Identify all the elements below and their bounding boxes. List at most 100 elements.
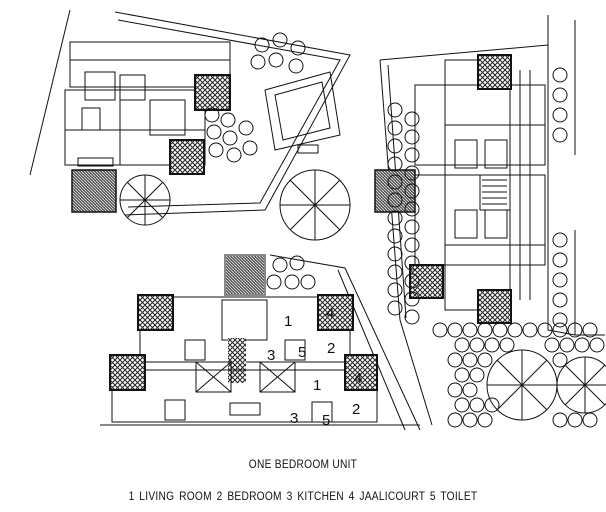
tree-icon (387, 282, 403, 298)
tree-icon (387, 264, 403, 280)
tree-icon (288, 58, 304, 74)
tree-icon (552, 412, 568, 428)
tree-icon (266, 274, 282, 290)
pool-courtyard (264, 71, 341, 154)
room-label-bedroom: 2 (327, 340, 335, 357)
tree-icon (447, 352, 463, 368)
tree-icon (220, 112, 236, 128)
tree-icon (404, 219, 420, 235)
room-legend: 1 LIVING ROOM 2 BEDROOM 3 KITCHEN 4 JAAL… (128, 489, 478, 503)
tree-icon (242, 140, 258, 156)
jaali-court (477, 54, 512, 90)
tree-icon (204, 107, 220, 123)
tree-icon (387, 174, 403, 190)
tree-icon (544, 337, 560, 353)
tree-icon (567, 322, 583, 338)
tree-icon (404, 129, 420, 145)
tree-icon (552, 232, 568, 248)
tree-icon (404, 147, 420, 163)
tree-icon (484, 337, 500, 353)
tree-icon (404, 111, 420, 127)
tree-icon (552, 252, 568, 268)
tree-icon (404, 273, 420, 289)
room-label-jaali: 4 (354, 370, 362, 387)
tree-icon (454, 337, 470, 353)
tree-icon (208, 142, 224, 158)
tree-icon (522, 322, 538, 338)
tree-icon (469, 337, 485, 353)
tree-icon (404, 201, 420, 217)
trees (204, 32, 605, 428)
room-label-living: 1 (313, 377, 321, 394)
drawing-title: ONE BEDROOM UNIT (248, 457, 358, 471)
tree-icon (462, 382, 478, 398)
jaali-court (224, 254, 266, 296)
tree-icon (254, 37, 270, 53)
tree-icon (272, 32, 288, 48)
tree-icon (404, 237, 420, 253)
tree-icon (387, 300, 403, 316)
tree-icon (272, 257, 288, 273)
tree-icon (454, 397, 470, 413)
tree-icon (300, 274, 316, 290)
large-tree (556, 356, 606, 414)
room-label-living: 1 (284, 313, 292, 330)
tree-icon (387, 138, 403, 154)
tree-icon (552, 107, 568, 123)
tree-icon (289, 255, 305, 271)
tree-icon (387, 210, 403, 226)
tree-icon (404, 291, 420, 307)
tree-icon (387, 228, 403, 244)
tree-icon (454, 367, 470, 383)
tree-icon (552, 272, 568, 288)
tree-icon (432, 322, 448, 338)
room-label-toilet: 5 (322, 412, 330, 429)
tree-icon (537, 322, 553, 338)
room-label-kitchen: 3 (290, 410, 298, 427)
jaali-court (137, 294, 174, 331)
jaali-court (477, 289, 512, 324)
tree-icon (567, 412, 583, 428)
tree-icon (582, 412, 598, 428)
room-label-kitchen: 3 (267, 347, 275, 364)
tree-icon (582, 322, 598, 338)
tree-icon (589, 337, 605, 353)
tree-icon (447, 412, 463, 428)
room-label-bedroom: 2 (352, 401, 360, 418)
tree-icon (507, 322, 523, 338)
jaali-court (344, 354, 378, 391)
tree-icon (226, 147, 242, 163)
jaali-court (374, 169, 416, 213)
tree-icon (250, 54, 266, 70)
tree-icon (552, 292, 568, 308)
tree-icon (268, 52, 284, 68)
tree-icon (499, 337, 515, 353)
jaali-court (169, 139, 205, 175)
tree-icon (559, 337, 575, 353)
tree-icon (552, 87, 568, 103)
tree-icon (387, 246, 403, 262)
tree-icon (206, 124, 222, 140)
building-block-northwest (64, 41, 231, 167)
tree-icon (552, 127, 568, 143)
room-label-toilet: 5 (298, 344, 306, 361)
jaali-court (109, 354, 146, 391)
tree-icon (447, 382, 463, 398)
tree-icon (404, 183, 420, 199)
jaali-court (194, 74, 231, 111)
tree-icon (477, 412, 493, 428)
tree-icon (404, 309, 420, 325)
tree-icon (404, 255, 420, 271)
tree-icon (387, 156, 403, 172)
tree-icon (238, 120, 254, 136)
tree-icon (284, 274, 300, 290)
room-label-jaali: 4 (326, 305, 334, 322)
tree-icon (552, 352, 568, 368)
tree-icon (574, 337, 590, 353)
tree-icon (222, 130, 238, 146)
tree-icon (552, 322, 568, 338)
tree-icon (462, 412, 478, 428)
tree-icon (447, 322, 463, 338)
tree-icon (387, 120, 403, 136)
